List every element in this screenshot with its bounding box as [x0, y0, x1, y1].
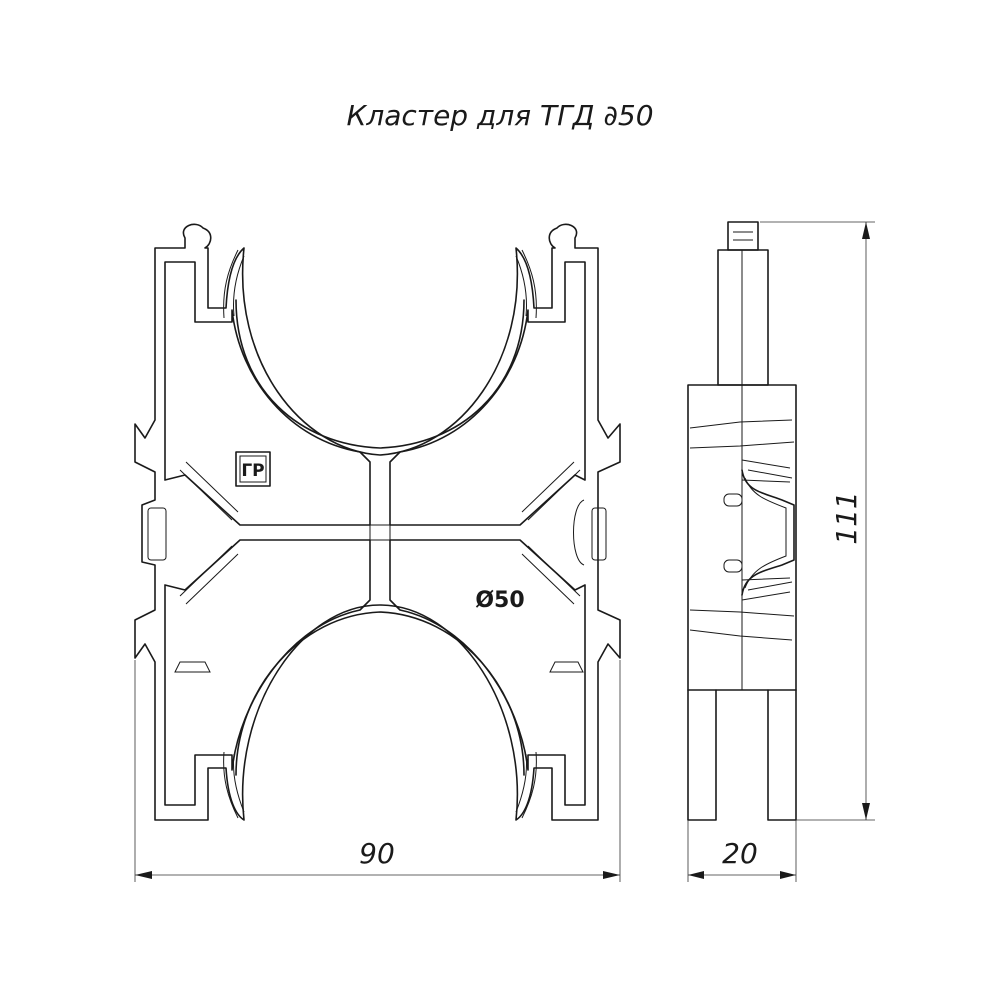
side-upper-bevel — [687, 419, 795, 449]
diameter-mark: Ø50 — [475, 588, 524, 613]
depth-arrow-right — [780, 871, 796, 879]
side-view: 20 111 — [687, 221, 875, 882]
finger-lower-right — [515, 751, 537, 819]
height-arrow-top — [862, 222, 870, 239]
latch-right — [591, 507, 607, 561]
side-lower-fork — [687, 689, 797, 821]
rib-left — [179, 461, 239, 605]
rib-right — [521, 461, 581, 605]
width-arrow-left — [135, 871, 152, 879]
boss-lower-left — [174, 661, 211, 673]
boss-lower-right — [549, 661, 584, 673]
finger-upper-right — [515, 249, 537, 319]
upper-saddle-arc — [235, 299, 525, 449]
finger-upper-left — [223, 249, 245, 319]
side-upper-stem — [717, 249, 769, 386]
logo-frame-inner — [239, 455, 267, 483]
width-dim-text: 90 — [359, 837, 395, 870]
depth-arrow-left — [688, 871, 704, 879]
latch-left — [147, 507, 167, 561]
logo-text: ГР — [241, 461, 264, 481]
height-dim-text: 111 — [830, 491, 863, 544]
side-latch-pin-bottom — [723, 559, 743, 573]
height-arrow-bottom — [862, 803, 870, 820]
pocket-upper-right — [389, 261, 586, 526]
side-latch-pin-top — [723, 493, 743, 507]
finger-lower-left — [223, 751, 245, 819]
lower-saddle-arc — [235, 611, 525, 776]
drawing-title: Кластер для ТГД ∂50 — [346, 99, 653, 132]
side-top-tab — [727, 221, 759, 251]
central-web — [240, 462, 520, 600]
depth-dimension: 20 — [687, 820, 797, 882]
side-lower-bevel — [687, 609, 795, 641]
side-latch-inner — [744, 477, 787, 589]
side-top-tab-detail — [733, 231, 753, 241]
side-upper-ribs — [741, 459, 793, 483]
front-outline — [134, 223, 621, 821]
logo: ГР — [235, 451, 271, 487]
front-view: ГР Ø50 90 — [134, 223, 621, 882]
latch-right-slot — [573, 499, 585, 566]
side-lower-ribs — [741, 577, 793, 601]
width-arrow-right — [603, 871, 620, 879]
height-dimension: 111 — [760, 221, 875, 821]
logo-frame-outer — [235, 451, 271, 487]
width-dimension: 90 — [134, 660, 621, 882]
depth-dim-text: 20 — [722, 837, 758, 870]
